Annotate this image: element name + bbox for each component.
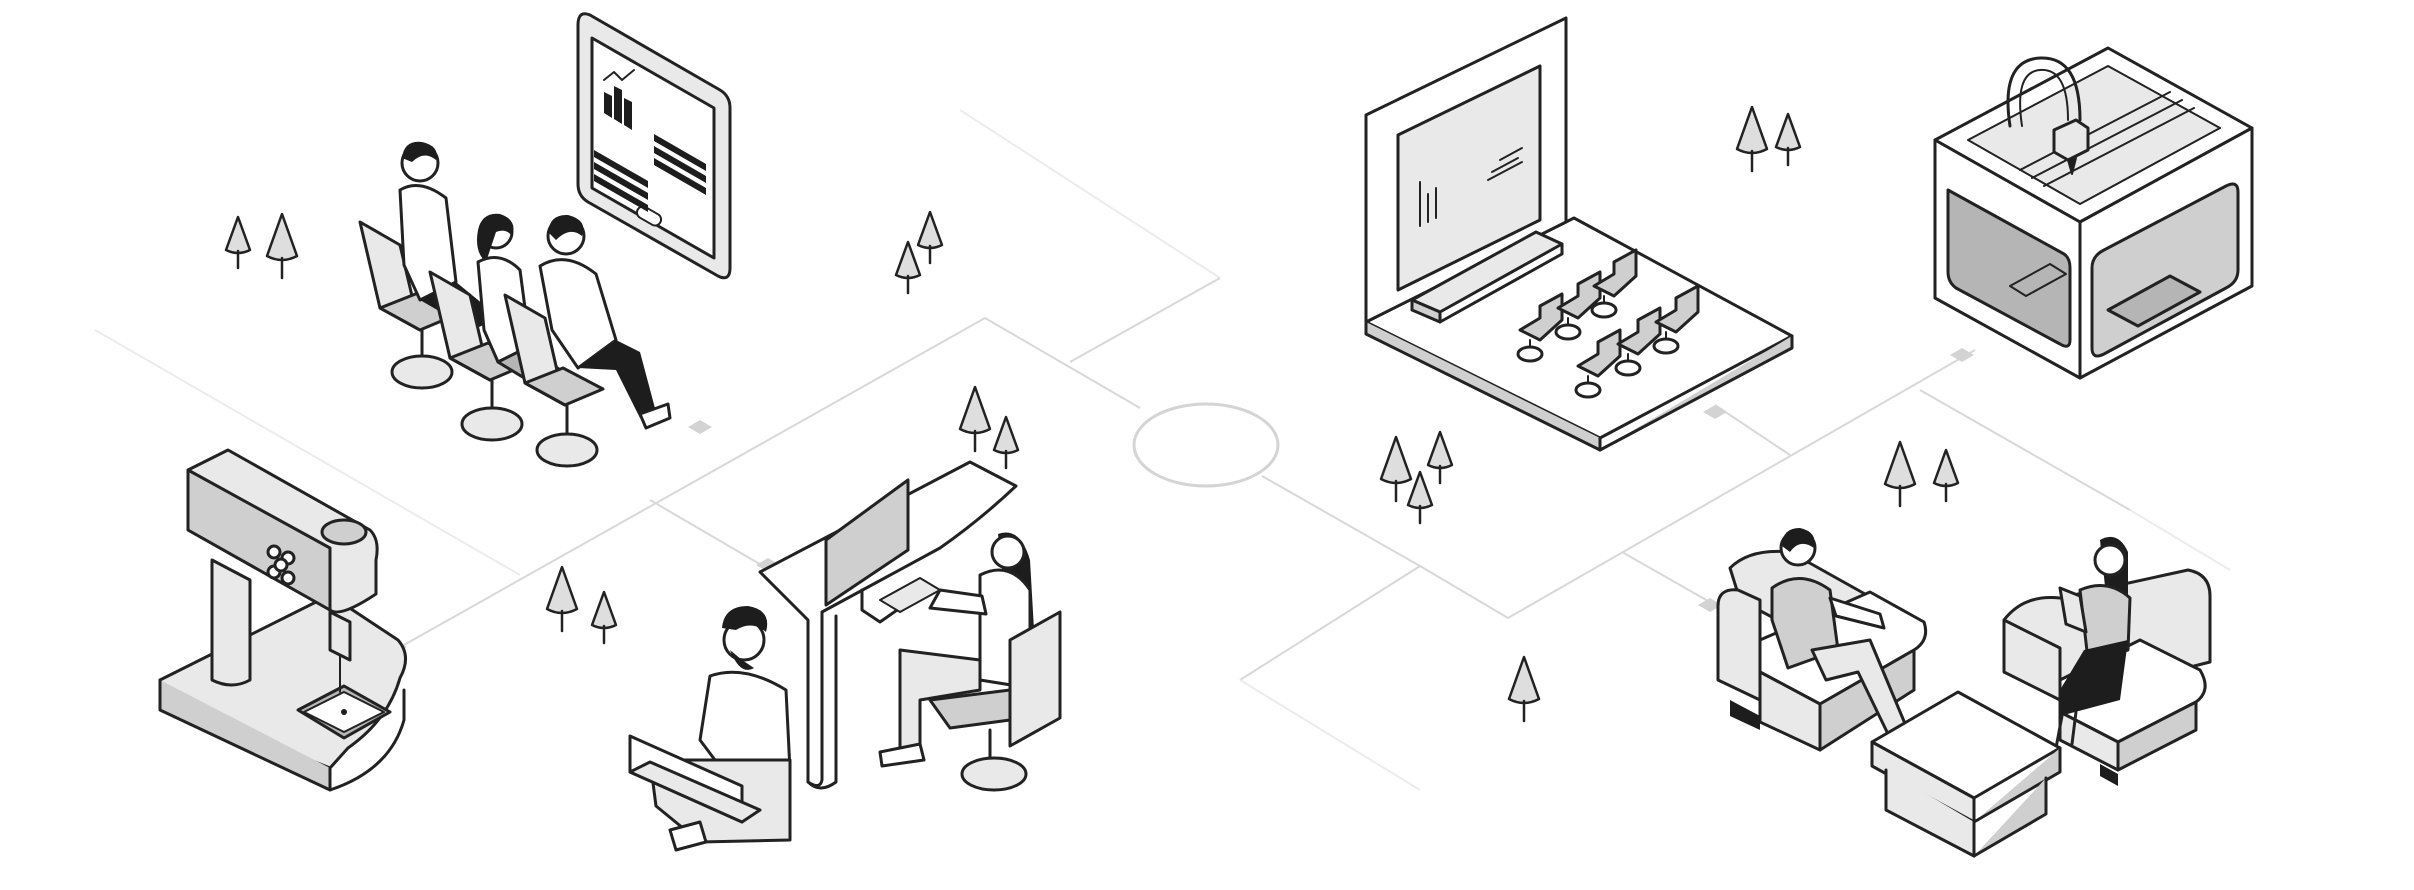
tree-icon <box>992 415 1020 470</box>
bar-chart-icon <box>1419 181 1437 227</box>
bar-chart-icon <box>603 69 635 130</box>
3d-printer-icon <box>1933 46 2254 380</box>
coffee-table-icon <box>1870 690 2062 858</box>
auditorium <box>1364 16 1794 452</box>
tree-icon <box>1735 105 1769 173</box>
tree-icon <box>916 210 944 265</box>
person-icon <box>2054 536 2132 750</box>
tree-icon <box>894 240 922 295</box>
chair-icon <box>503 293 605 468</box>
tree-icon <box>1883 440 1917 508</box>
audience-seats <box>358 141 672 468</box>
tree-icon <box>958 385 992 453</box>
tree-icon <box>1379 435 1413 503</box>
chair-icon <box>1554 270 1602 341</box>
chair-icon <box>1574 328 1622 399</box>
chair-icon <box>1590 248 1638 319</box>
laptop-icon <box>628 734 762 824</box>
pathways <box>94 109 2231 791</box>
tree-icon <box>265 212 299 280</box>
tree-icon <box>1774 112 1802 167</box>
tree-icon <box>590 590 618 645</box>
chair-icon <box>1652 284 1700 355</box>
plaza-circle-icon <box>1132 402 1280 488</box>
tablet-icon <box>576 12 732 280</box>
chair-rows <box>1516 248 1700 399</box>
drill-press-icon <box>158 448 407 792</box>
chair-icon <box>928 610 1062 792</box>
path-marker-icon <box>1703 405 1727 419</box>
tablet-icon <box>2058 586 2088 634</box>
chair-icon <box>358 220 460 390</box>
path-marker-icon <box>688 420 712 434</box>
tree-icon <box>224 215 252 270</box>
chair-icon <box>428 270 530 442</box>
monitor-icon <box>824 478 910 624</box>
person-icon <box>878 532 1034 768</box>
chair-icon <box>1614 306 1662 377</box>
path-marker-icon <box>1950 348 1974 362</box>
chair-icon <box>1516 292 1564 363</box>
path-marker-icon <box>1698 598 1722 612</box>
presentation-audience <box>358 12 732 468</box>
person-icon <box>538 214 672 430</box>
tree-icon <box>1507 655 1541 723</box>
tree-icon <box>545 565 579 633</box>
lounge-meeting <box>1716 528 2212 858</box>
coworking-desk <box>628 460 1062 852</box>
tree-icon <box>1426 430 1454 485</box>
tree-icon <box>1932 448 1960 503</box>
